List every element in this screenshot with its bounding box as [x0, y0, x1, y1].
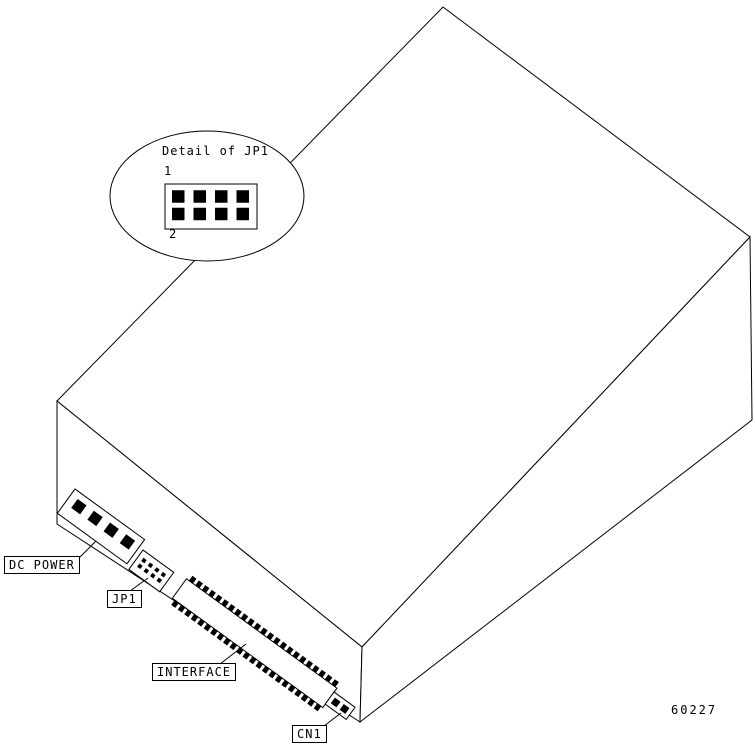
interface-leader [219, 643, 247, 665]
dc-power-callout: DC POWER [4, 556, 80, 574]
cn1-leader [323, 712, 342, 727]
dc-power-leader [79, 540, 97, 558]
detail-bubble [109, 130, 305, 262]
dc-power-connector [56, 488, 146, 565]
figure-number: 60227 [671, 703, 718, 717]
jp1-callout-text: JP1 [112, 592, 137, 606]
jumper-pin2-label: 2 [169, 227, 178, 241]
cn1-connector [324, 691, 356, 721]
cn1-callout: CN1 [292, 725, 327, 743]
cn1-callout-text: CN1 [297, 727, 322, 741]
interface-pins-top [188, 575, 340, 688]
jp1-callout: JP1 [107, 590, 142, 608]
interface-pins-bottom [171, 600, 323, 712]
cn1-pins [330, 697, 350, 714]
drive-enclosure [56, 6, 753, 724]
interface-callout-text: INTERFACE [157, 665, 232, 679]
cn1-body [324, 691, 356, 721]
interface-callout: INTERFACE [152, 663, 237, 681]
callout-leaders [79, 540, 342, 727]
jp1-leader [129, 577, 149, 592]
detail-bubble-title: Detail of JP1 [162, 144, 269, 158]
jumper-pin1-label: 1 [164, 164, 173, 178]
enclosure-right-face [359, 235, 753, 724]
dc-power-callout-text: DC POWER [9, 558, 75, 572]
